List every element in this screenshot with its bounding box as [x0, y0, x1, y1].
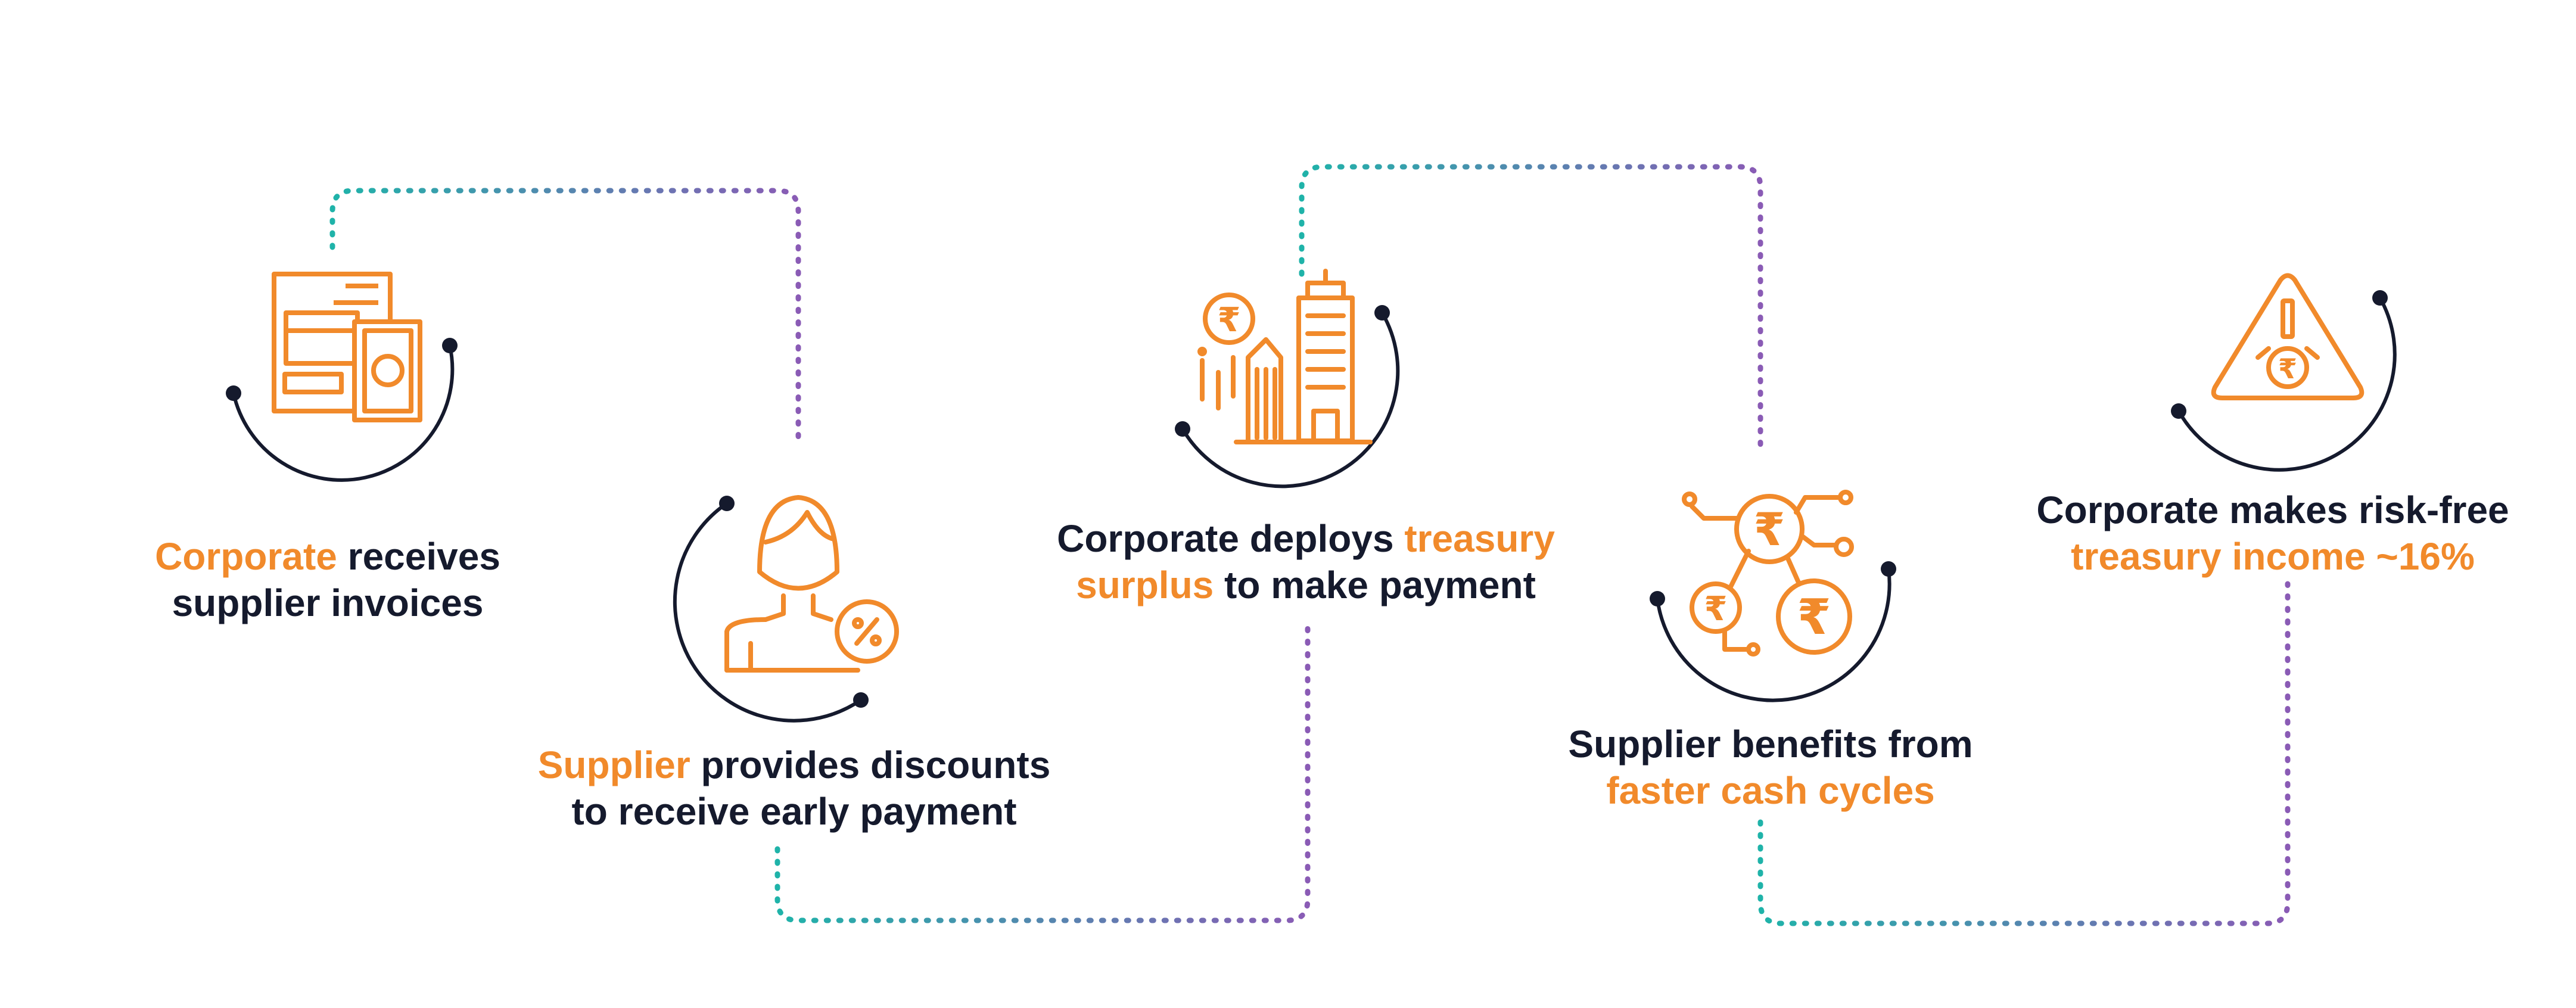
risk-warning-rupee-icon: ₹ — [2211, 273, 2365, 400]
step-3-line-1: Corporate deploys treasury — [1057, 515, 1555, 562]
supplier-discount-icon — [724, 495, 899, 673]
arc-step2 — [673, 496, 869, 723]
connector-step2-to-step3 — [774, 620, 1311, 923]
cash-cycle-network-icon: ₹ ₹ ₹ — [1682, 490, 1854, 657]
step-4-line-2-part-1: faster cash cycles — [1606, 769, 1935, 812]
step-4-line-1-part-1: Supplier benefits from — [1568, 723, 1973, 766]
step-4-line-2: faster cash cycles — [1568, 767, 1973, 814]
svg-text:₹: ₹ — [1797, 589, 1831, 646]
step-1-line-1: Corporate receives — [155, 533, 500, 580]
svg-text:₹: ₹ — [1218, 301, 1241, 340]
step-2-line-2: to receive early payment — [538, 788, 1051, 835]
step-1-line-1-part-1: Corporate — [155, 535, 337, 578]
step-5-line-1: Corporate makes risk-free — [2036, 487, 2509, 533]
step-4-caption: Supplier benefits from faster cash cycle… — [1568, 721, 1973, 814]
step-3-line-2-part-1: surplus — [1076, 564, 1214, 606]
connector-step3-to-step4 — [1299, 164, 1763, 456]
arc-step5 — [2171, 290, 2397, 472]
svg-text:₹: ₹ — [1754, 503, 1785, 556]
step-2-line-1: Supplier provides discounts — [538, 742, 1051, 788]
step-3-line-1-part-2: treasury — [1404, 517, 1555, 560]
step-1-caption: Corporate receives supplier invoices — [155, 533, 500, 626]
step-4-line-1: Supplier benefits from — [1568, 721, 1973, 767]
treasury-buildings-icon: ₹ — [1197, 269, 1373, 444]
step-1-line-1-part-2: receives — [337, 535, 500, 578]
step-3-line-2-part-2: to make payment — [1214, 564, 1536, 606]
step-2-line-2-part-1: to receive early payment — [571, 790, 1017, 833]
arc-step4 — [1650, 561, 1896, 702]
step-1-line-2: supplier invoices — [155, 580, 500, 626]
arc-step1 — [226, 338, 458, 482]
step-3-caption: Corporate deploys treasury surplus to ma… — [1057, 515, 1555, 608]
step-2-caption: Supplier provides discounts to receive e… — [538, 742, 1051, 835]
step-1-line-2-part-1: supplier invoices — [172, 581, 484, 624]
step-5-line-2: treasury income ~16% — [2036, 533, 2509, 580]
step-5-line-2-part-1: treasury income ~16% — [2071, 535, 2475, 578]
icon-arcs — [226, 290, 2397, 723]
connectors — [329, 164, 2291, 926]
step-5-line-1-part-1: Corporate makes risk-free — [2036, 489, 2509, 531]
step-2-line-1-part-2: provides discounts — [690, 743, 1051, 786]
connector-step4-to-step5 — [1757, 581, 2291, 926]
step-3-line-2: surplus to make payment — [1057, 562, 1555, 608]
step-2-line-1-part-1: Supplier — [537, 743, 690, 786]
svg-text:₹: ₹ — [2278, 353, 2297, 385]
step-3-line-1-part-1: Corporate deploys — [1057, 517, 1405, 560]
invoice-documents-icon — [272, 272, 422, 422]
step-5-caption: Corporate makes risk-free treasury incom… — [2036, 487, 2509, 580]
svg-text:₹: ₹ — [1704, 590, 1728, 629]
arc-step3 — [1175, 305, 1400, 489]
